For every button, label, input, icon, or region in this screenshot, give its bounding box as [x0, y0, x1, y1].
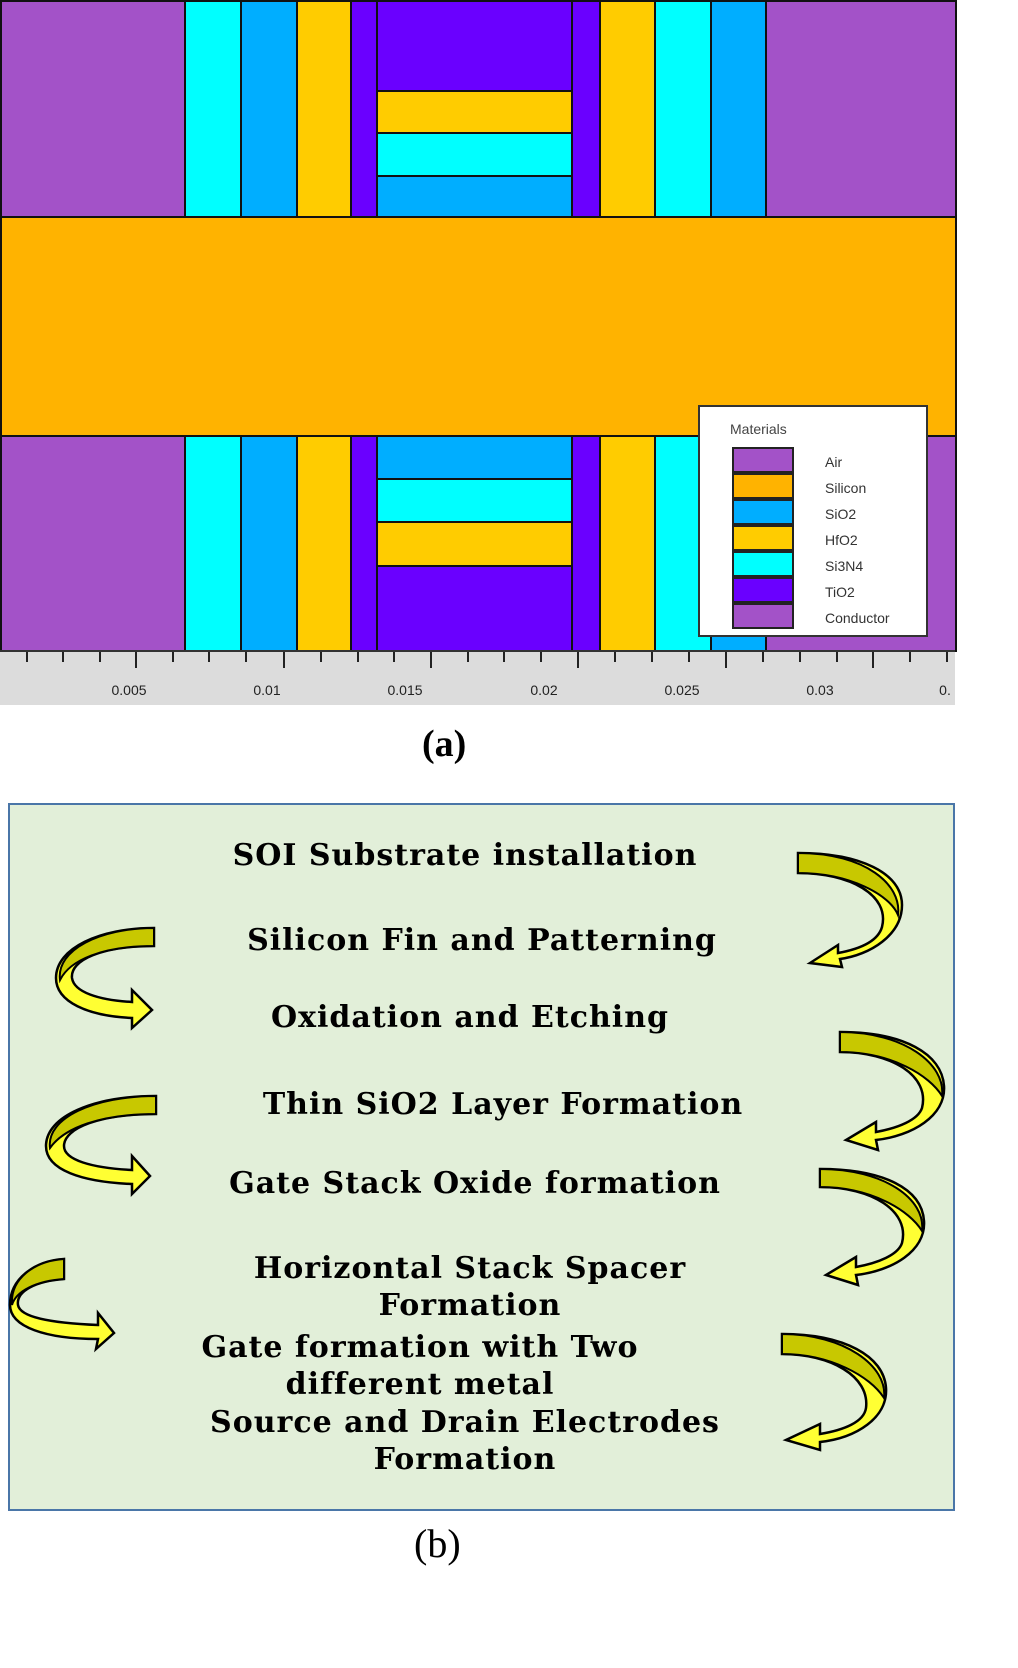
x-axis: 0.005 0.01 0.015 0.02 0.025 0.03 0. [0, 650, 955, 705]
tick-label: 0.025 [664, 682, 700, 698]
si3n4-spacer-bottom-left [184, 435, 242, 652]
major-tick [430, 652, 432, 668]
silicon-channel [0, 216, 957, 437]
tick-label: 0.02 [530, 682, 558, 698]
air-region-top-left [0, 0, 186, 218]
curved-arrow-right-4 [780, 1332, 888, 1452]
minor-tick [393, 652, 395, 662]
minor-tick [799, 652, 801, 662]
legend-label-tio2: TiO2 [825, 584, 855, 600]
tick-label: 0. [939, 682, 951, 698]
legend-label-sio2: SiO2 [825, 506, 857, 522]
legend-swatch-tio2 [732, 577, 794, 603]
tio2-spacer-bottom-right [571, 435, 601, 652]
tick-label: 0.015 [387, 682, 423, 698]
minor-tick [62, 652, 64, 662]
hfo2-spacer-bottom-right [599, 435, 656, 652]
minor-tick [762, 652, 764, 662]
major-tick [725, 652, 727, 668]
major-tick [872, 652, 874, 668]
device-cross-section: 0.005 0.01 0.015 0.02 0.025 0.03 0. Mate… [0, 0, 957, 705]
tio2-spacer-bottom-left [350, 435, 378, 652]
si3n4-layer-bottom [376, 478, 573, 523]
legend-title: Materials [730, 421, 787, 437]
sio2-spacer-top-right [710, 0, 767, 218]
legend-swatch-hfo2 [732, 525, 794, 551]
step-gate-stack-oxide: Gate Stack Oxide formation [229, 1166, 721, 1201]
minor-tick [946, 652, 948, 662]
minor-tick [26, 652, 28, 662]
tick-label: 0.005 [111, 682, 147, 698]
tick-label: 0.03 [806, 682, 834, 698]
caption-b: (b) [414, 1521, 461, 1566]
step-gate-formation: Gate formation with Two different metal [201, 1330, 639, 1402]
tio2-spacer-top-right [571, 0, 601, 218]
legend-swatch-air [732, 447, 794, 473]
legend-label-conductor: Conductor [825, 610, 890, 626]
minor-tick [688, 652, 690, 662]
air-region-bottom-left [0, 435, 186, 652]
hfo2-spacer-top-right [599, 0, 656, 218]
major-tick [577, 652, 579, 668]
sio2-layer-top [376, 175, 573, 218]
minor-tick [909, 652, 911, 662]
minor-tick [836, 652, 838, 662]
hfo2-layer-bottom [376, 521, 573, 567]
minor-tick [540, 652, 542, 662]
tio2-gate-top [376, 0, 573, 92]
minor-tick [503, 652, 505, 662]
minor-tick [357, 652, 359, 662]
materials-legend: Materials Air Silicon SiO2 HfO2 Si3N4 Ti… [698, 405, 928, 637]
major-tick [135, 652, 137, 668]
minor-tick [99, 652, 101, 662]
curved-arrow-right-3 [818, 1167, 926, 1287]
legend-swatch-conductor [732, 603, 794, 629]
hfo2-spacer-bottom-left [296, 435, 352, 652]
sio2-spacer-bottom-left [240, 435, 298, 652]
si3n4-spacer-top-left [184, 0, 242, 218]
legend-label-silicon: Silicon [825, 480, 867, 496]
curved-arrow-left-1 [54, 926, 156, 1031]
tio2-spacer-top-left [350, 0, 378, 218]
step-thin-sio2: Thin SiO2 Layer Formation [262, 1087, 744, 1122]
minor-tick [172, 652, 174, 662]
major-tick [283, 652, 285, 668]
step-oxidation-etching: Oxidation and Etching [270, 1000, 669, 1035]
step-source-drain: Source and Drain Electrodes Formation [210, 1405, 720, 1477]
legend-label-air: Air [825, 454, 843, 470]
si3n4-spacer-top-right [654, 0, 712, 218]
minor-tick [651, 652, 653, 662]
si3n4-layer-top [376, 132, 573, 177]
legend-label-si3n4: Si3N4 [825, 558, 864, 574]
minor-tick [320, 652, 322, 662]
legend-swatch-si3n4 [732, 551, 794, 577]
sio2-spacer-top-left [240, 0, 298, 218]
minor-tick [467, 652, 469, 662]
minor-tick [245, 652, 247, 662]
tio2-gate-bottom [376, 565, 573, 652]
caption-a: (a) [422, 723, 467, 765]
sio2-layer-bottom [376, 435, 573, 480]
step-horizontal-spacer: Horizontal Stack Spacer Formation [253, 1251, 687, 1323]
process-flow-diagram: SOI Substrate installation Silicon Fin a… [8, 803, 955, 1511]
legend-swatch-sio2 [732, 499, 794, 525]
step-silicon-fin: Silicon Fin and Patterning [247, 923, 717, 958]
tick-label: 0.01 [253, 682, 281, 698]
legend-label-hfo2: HfO2 [825, 532, 858, 548]
curved-arrow-left-2 [44, 1094, 158, 1198]
hfo2-spacer-top-left [296, 0, 352, 218]
minor-tick [208, 652, 210, 662]
air-region-top-right [765, 0, 957, 218]
legend-swatch-silicon [732, 473, 794, 499]
hfo2-layer-top [376, 90, 573, 134]
minor-tick [614, 652, 616, 662]
curved-arrow-left-3 [8, 1257, 116, 1353]
curved-arrow-right-2 [838, 1030, 946, 1152]
step-soi-substrate: SOI Substrate installation [232, 838, 698, 873]
curved-arrow-right-1 [796, 851, 904, 969]
